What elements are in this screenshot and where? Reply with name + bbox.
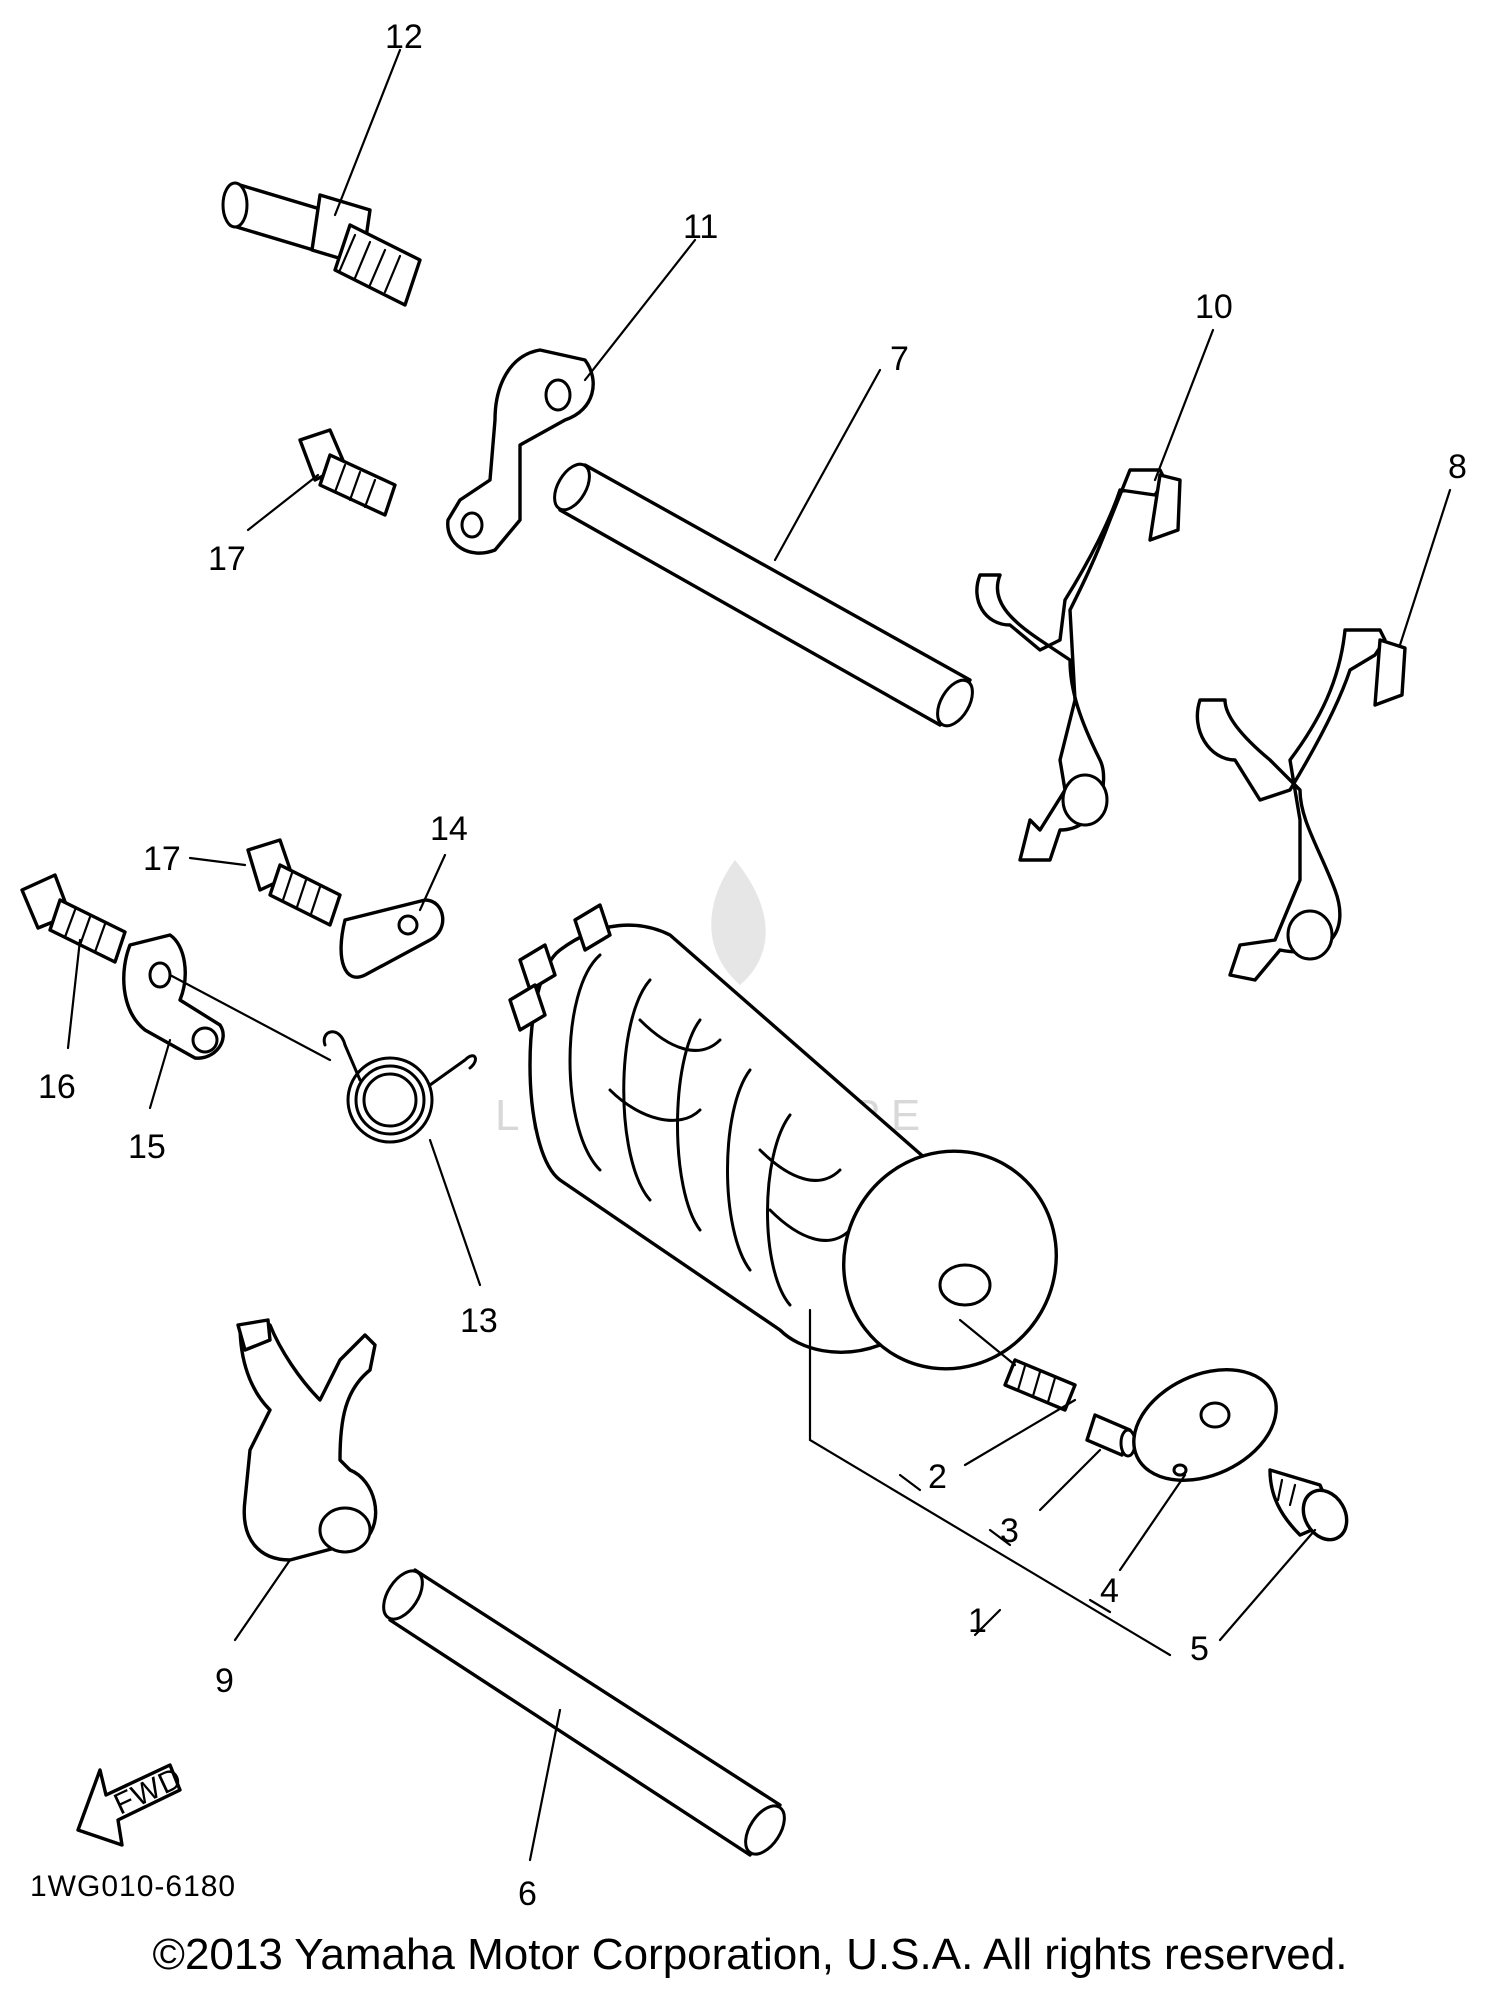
callout-6: 6 bbox=[518, 1875, 537, 1913]
part-17-bolt-upper bbox=[298, 428, 397, 517]
part-14-lock-plate bbox=[339, 898, 445, 979]
callout-8: 8 bbox=[1448, 448, 1467, 486]
callout-10: 10 bbox=[1195, 288, 1233, 326]
callout-16: 16 bbox=[38, 1068, 76, 1106]
callout-4: 4 bbox=[1100, 1572, 1119, 1610]
callout-2: 2 bbox=[928, 1458, 947, 1496]
copyright-text: ©2013 Yamaha Motor Corporation, U.S.A. A… bbox=[152, 1930, 1348, 1979]
part-8-shift-fork bbox=[1195, 628, 1407, 982]
part-7-shaft-upper bbox=[553, 462, 974, 728]
callout-17-upper: 17 bbox=[208, 540, 246, 578]
callout-13: 13 bbox=[460, 1302, 498, 1340]
part-6-shaft-lower bbox=[382, 1568, 786, 1857]
callout-12: 12 bbox=[385, 18, 423, 56]
callout-11: 11 bbox=[683, 208, 718, 246]
callouts: 12 11 7 10 8 17 14 17 16 15 13 2 3 1 4 5… bbox=[38, 18, 1467, 1913]
part-16-bolt bbox=[20, 873, 127, 964]
part-4-plate bbox=[1132, 1367, 1278, 1483]
callout-3: 3 bbox=[1000, 1512, 1019, 1550]
callout-14: 14 bbox=[430, 810, 468, 848]
callout-15: 15 bbox=[128, 1128, 166, 1166]
callout-17-lower: 17 bbox=[143, 840, 181, 878]
part-12-stud-bolt bbox=[221, 181, 422, 307]
part-17-bolt-lower bbox=[246, 838, 342, 927]
part-3-pin bbox=[1085, 1413, 1137, 1458]
drawing-code: 1WG010-6180 bbox=[30, 1870, 236, 1903]
part-11-bracket bbox=[446, 348, 595, 555]
leader-lines bbox=[66, 48, 1452, 1862]
part-15-shift-lever bbox=[122, 933, 225, 1060]
part-9-shift-fork bbox=[236, 1318, 378, 1562]
fwd-arrow-icon: FWD bbox=[76, 1761, 188, 1847]
part-2-pin bbox=[958, 1318, 1077, 1412]
callout-9: 9 bbox=[215, 1662, 234, 1700]
callout-5: 5 bbox=[1190, 1630, 1209, 1668]
fwd-label: FWD bbox=[109, 1761, 188, 1821]
part-13-spring bbox=[168, 973, 477, 1144]
part-10-shift-fork bbox=[975, 468, 1182, 862]
callout-7: 7 bbox=[890, 340, 909, 378]
callout-1: 1 bbox=[968, 1602, 987, 1640]
part-5-screw bbox=[1268, 1468, 1349, 1542]
part-1-shift-drum bbox=[508, 903, 1058, 1371]
